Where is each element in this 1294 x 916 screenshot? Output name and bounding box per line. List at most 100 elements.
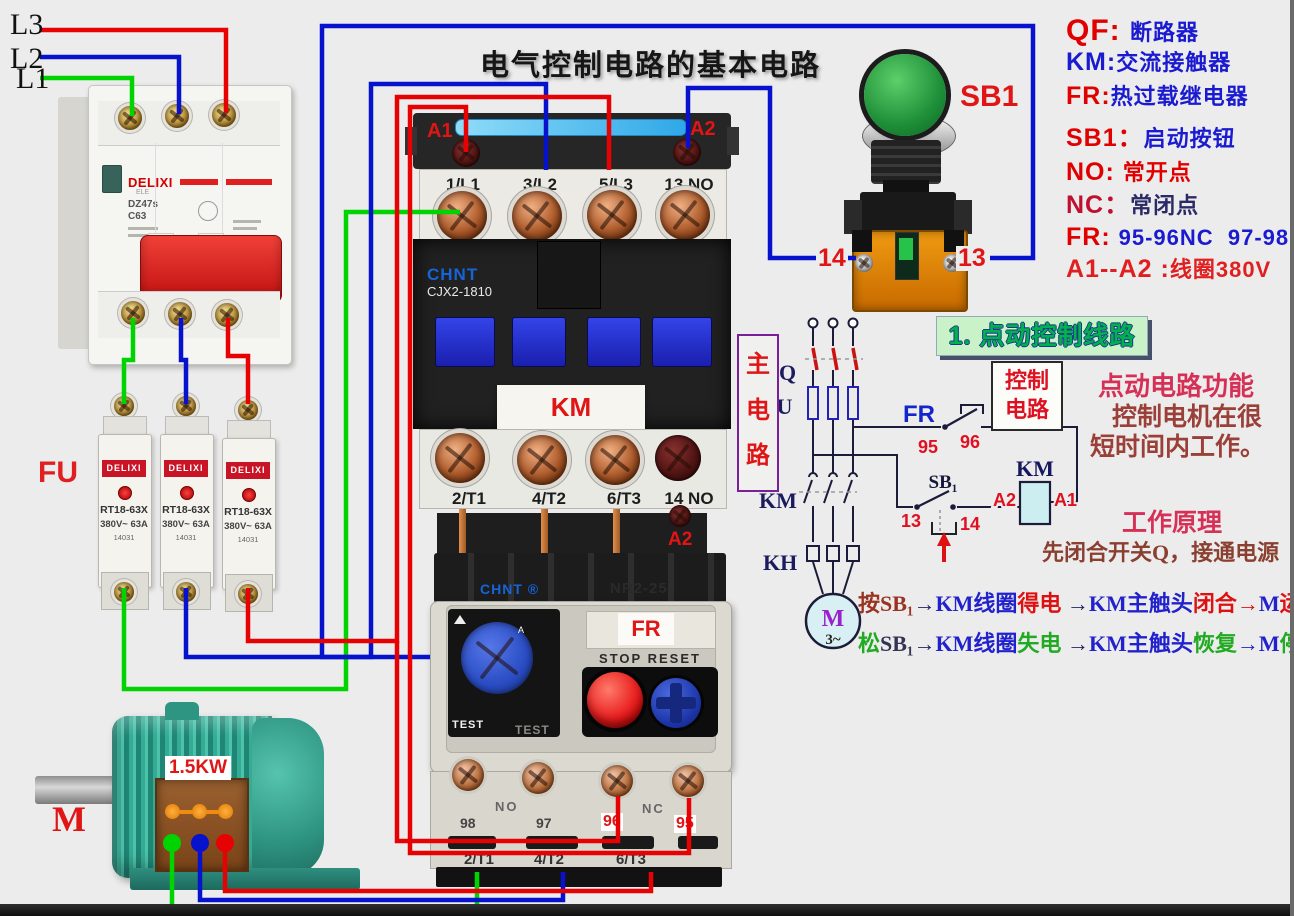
principle-line: 先闭合开关Q，接通电源 [1042,540,1280,565]
legend-row-fr: FR:热过载继电器 [1066,82,1249,110]
relay-slot-3 [602,836,654,849]
legend-row-fr-contacts: FR: 95-96NC 97-98 NO [1066,223,1290,251]
schematic-95-label: 95 [918,437,938,457]
relay-no-label: NO [495,799,519,814]
fuse-brand-band: DELIXI [226,462,270,479]
schematic-fuse-symbols [807,386,859,420]
motor-terminal-dot-3 [218,804,233,819]
fuse-unit: DELIXI RT18-63X 380V~ 63A 14031 [219,392,277,624]
fuse-bottom-screw [176,582,196,602]
phase-label-l2: L2 [10,42,44,75]
fuse-bottom-screw [114,582,134,602]
motor-wire-dot-blue [191,834,209,852]
contactor-window-2 [512,317,566,367]
breaker-model: DZ47s [128,199,159,210]
relay-screw-95 [672,765,704,797]
relay-dial-marker [454,615,466,624]
motor-shaft [35,776,115,804]
schematic-km-contacts [803,472,858,504]
fuse-brand-band: DELIXI [102,460,146,477]
control-circuit-box: 控制电路 [991,361,1063,431]
contactor-pin-3 [613,509,620,553]
contactor-terminal-label: 14 NO [664,489,714,508]
fuse-indicator-dot [118,486,132,500]
sb1-terminal-13-label: 13 [956,244,988,272]
breaker-red-dash-2 [226,179,272,185]
sb1-side-lug-right [954,200,972,234]
fuse-group-label: FU [38,456,78,489]
contactor-ear-left [405,127,417,155]
schematic-q-label: Q [779,360,796,385]
contactor-ear-right [727,127,739,155]
fuse-model: RT18-63X [100,504,148,516]
legend-row-sb1: SB1：启动按钮 [1066,124,1236,152]
contactor-brand: CHNT [427,265,479,284]
breaker-bottom-screw-1 [121,301,145,325]
contactor-bottom-screw-3 [590,435,640,485]
breaker-cert-logo [198,201,218,221]
relay-terminal-label: 4/T2 [534,851,565,868]
schematic-14-label: 14 [960,514,980,534]
main-circuit-label: 主电路 [746,351,770,470]
relay-stop-reset-label: STOP RESET [599,651,701,666]
relay-stop-button[interactable] [587,672,643,728]
breaker-top-screw-3 [212,103,236,127]
sb1-side-lug-left [844,200,862,234]
fuse-block: DELIXI RT18-63X 380V~ 63A 14031 DELIXI R… [95,392,291,624]
relay-95-label: 95 [674,815,696,833]
contactor-top-screw-1 [437,191,487,241]
phase-label-l1: L1 [16,62,50,95]
sb1-collar [871,140,941,184]
contactor-pin-2 [541,509,548,553]
motor-wire-dot-green [163,834,181,852]
schematic-motor-phase-label: 3~ [825,632,841,648]
fuse-cert: 14031 [175,533,197,542]
relay-screw-97 [522,762,554,794]
fuse-unit: DELIXI RT18-63X 380V~ 63A 14031 [95,392,153,624]
contactor-cyan-strip [455,119,687,136]
function-title: 点动电路功能 [1098,372,1255,401]
fuse-cert: 14031 [113,533,135,542]
action-sequence-press: 按SB₁→KM线圈得电 →KM主触头闭合→M运转 [858,591,1294,616]
relay-nc-label: NC [642,801,665,816]
breaker-red-dash-1 [180,179,218,185]
contactor-terminal-label: 2/T1 [451,489,487,508]
control-circuit-label: 控制电路 [1004,368,1049,422]
relay-slot-4 [678,836,718,849]
fuse-top-screw [176,396,196,416]
sb1-block-corner-left [852,230,872,252]
contactor-terminal-label: 4/T2 [531,489,567,508]
contactor-bottom-screw-2 [517,435,567,485]
relay-98-label: 98 [460,815,476,831]
section-title-banner: 1. 点动控制线路 [936,316,1148,356]
contactor-km-tag: KM [497,385,645,429]
fuse-brand-band: DELIXI [164,460,208,477]
relay-test-left-label: TEST [452,719,485,731]
fuse-unit: DELIXI RT18-63X 380V~ 63A 14031 [157,392,215,624]
page-title: 电气控制电路的基本电路 [480,50,822,82]
schematic-coil-km-label: KM [1016,456,1054,481]
motor-wire-dot-red [216,834,234,852]
sb1-green-cap[interactable] [864,54,946,136]
legend-row-qf: QF: 断路器 [1066,14,1200,47]
motor-tag: M [52,799,86,839]
breaker-top-screw-2 [165,104,189,128]
contactor-a2-top-label: A2 [690,118,716,140]
contactor-window-3 [587,317,641,367]
relay-slot-2 [526,836,578,849]
contactor-window-1 [435,317,495,367]
sb1-green-indicator [899,238,913,260]
relay-terminal-label: 2/T1 [464,851,495,868]
relay-terminal-label: 6/T3 [616,851,647,868]
relay-slot-1 [448,836,496,849]
contactor-top-screw-3 [587,190,637,240]
contactor-model: CJX2-1810 [427,284,493,299]
action-sequence-release: 松SB₁→KM线圈失电 →KM主触头恢复→M停转 [858,631,1294,656]
phase-label-l3: L3 [10,8,44,41]
relay-brand: CHNT ® [480,581,540,597]
sb1-terminal-14-label: 14 [816,244,848,272]
contactor: A1 A2 1/L1 3/L2 5/L3 13 NO CHNT CJX2-181… [405,113,739,560]
schematic-kh-heaters [806,545,860,562]
sb1-tag: SB1 [960,80,1019,113]
schematic-km-coil [1018,480,1052,526]
